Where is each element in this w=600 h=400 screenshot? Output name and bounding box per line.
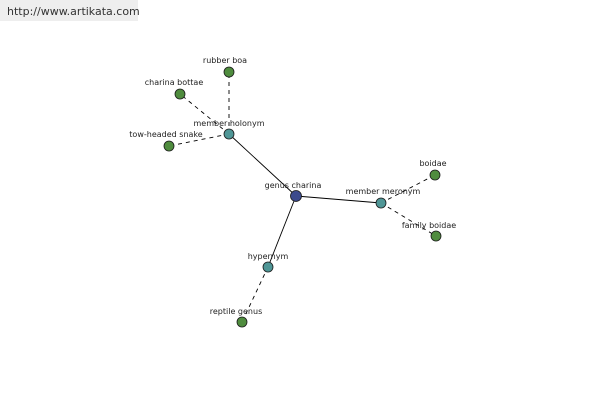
edge-genus-charina-to-hypernym [267, 195, 297, 268]
node-genus-charina[interactable] [290, 190, 302, 202]
node-charina-bottae[interactable] [174, 88, 186, 100]
label-genus-charina[interactable]: genus charina [265, 181, 322, 190]
node-rubber-boa[interactable] [223, 66, 235, 78]
graph-nodes [163, 66, 442, 328]
node-reptile-genus[interactable] [236, 316, 248, 328]
label-charina-bottae[interactable]: charina bottae [145, 78, 204, 87]
edge-member-meronym-to-boidae [380, 174, 436, 204]
edge-genus-charina-to-member-meronym [295, 195, 382, 204]
edge-hypernym-to-reptile-genus [241, 266, 269, 323]
label-member-meronym[interactable]: member meronym [346, 187, 421, 196]
site-url-banner[interactable]: http://www.artikata.com [0, 0, 140, 21]
label-rubber-boa[interactable]: rubber boa [203, 56, 247, 65]
label-boidae[interactable]: boidae [419, 159, 446, 168]
graph-edges [168, 72, 437, 323]
edge-member-holonym-to-charina-bottae [179, 93, 230, 135]
label-two-headed-snake[interactable]: tow-headed snake [129, 130, 202, 139]
label-member-holonym[interactable]: member holonym [193, 119, 264, 128]
label-hypernym[interactable]: hypernym [248, 252, 289, 261]
node-boidae[interactable] [429, 169, 441, 181]
label-family-boidae[interactable]: family boidae [402, 221, 456, 230]
label-reptile-genus[interactable]: reptile genus [210, 307, 262, 316]
edge-genus-charina-to-member-holonym [228, 133, 297, 197]
node-hypernym[interactable] [262, 261, 274, 273]
node-family-boidae[interactable] [430, 230, 442, 242]
edge-member-meronym-to-family-boidae [380, 202, 437, 237]
edge-member-holonym-to-two-headed-snake [168, 133, 230, 147]
node-two-headed-snake[interactable] [163, 140, 175, 152]
node-member-holonym[interactable] [223, 128, 235, 140]
graph-labels: genus charina member holonym member merony… [129, 56, 456, 316]
node-member-meronym[interactable] [375, 197, 387, 209]
site-url-text: http://www.artikata.com [7, 5, 140, 18]
